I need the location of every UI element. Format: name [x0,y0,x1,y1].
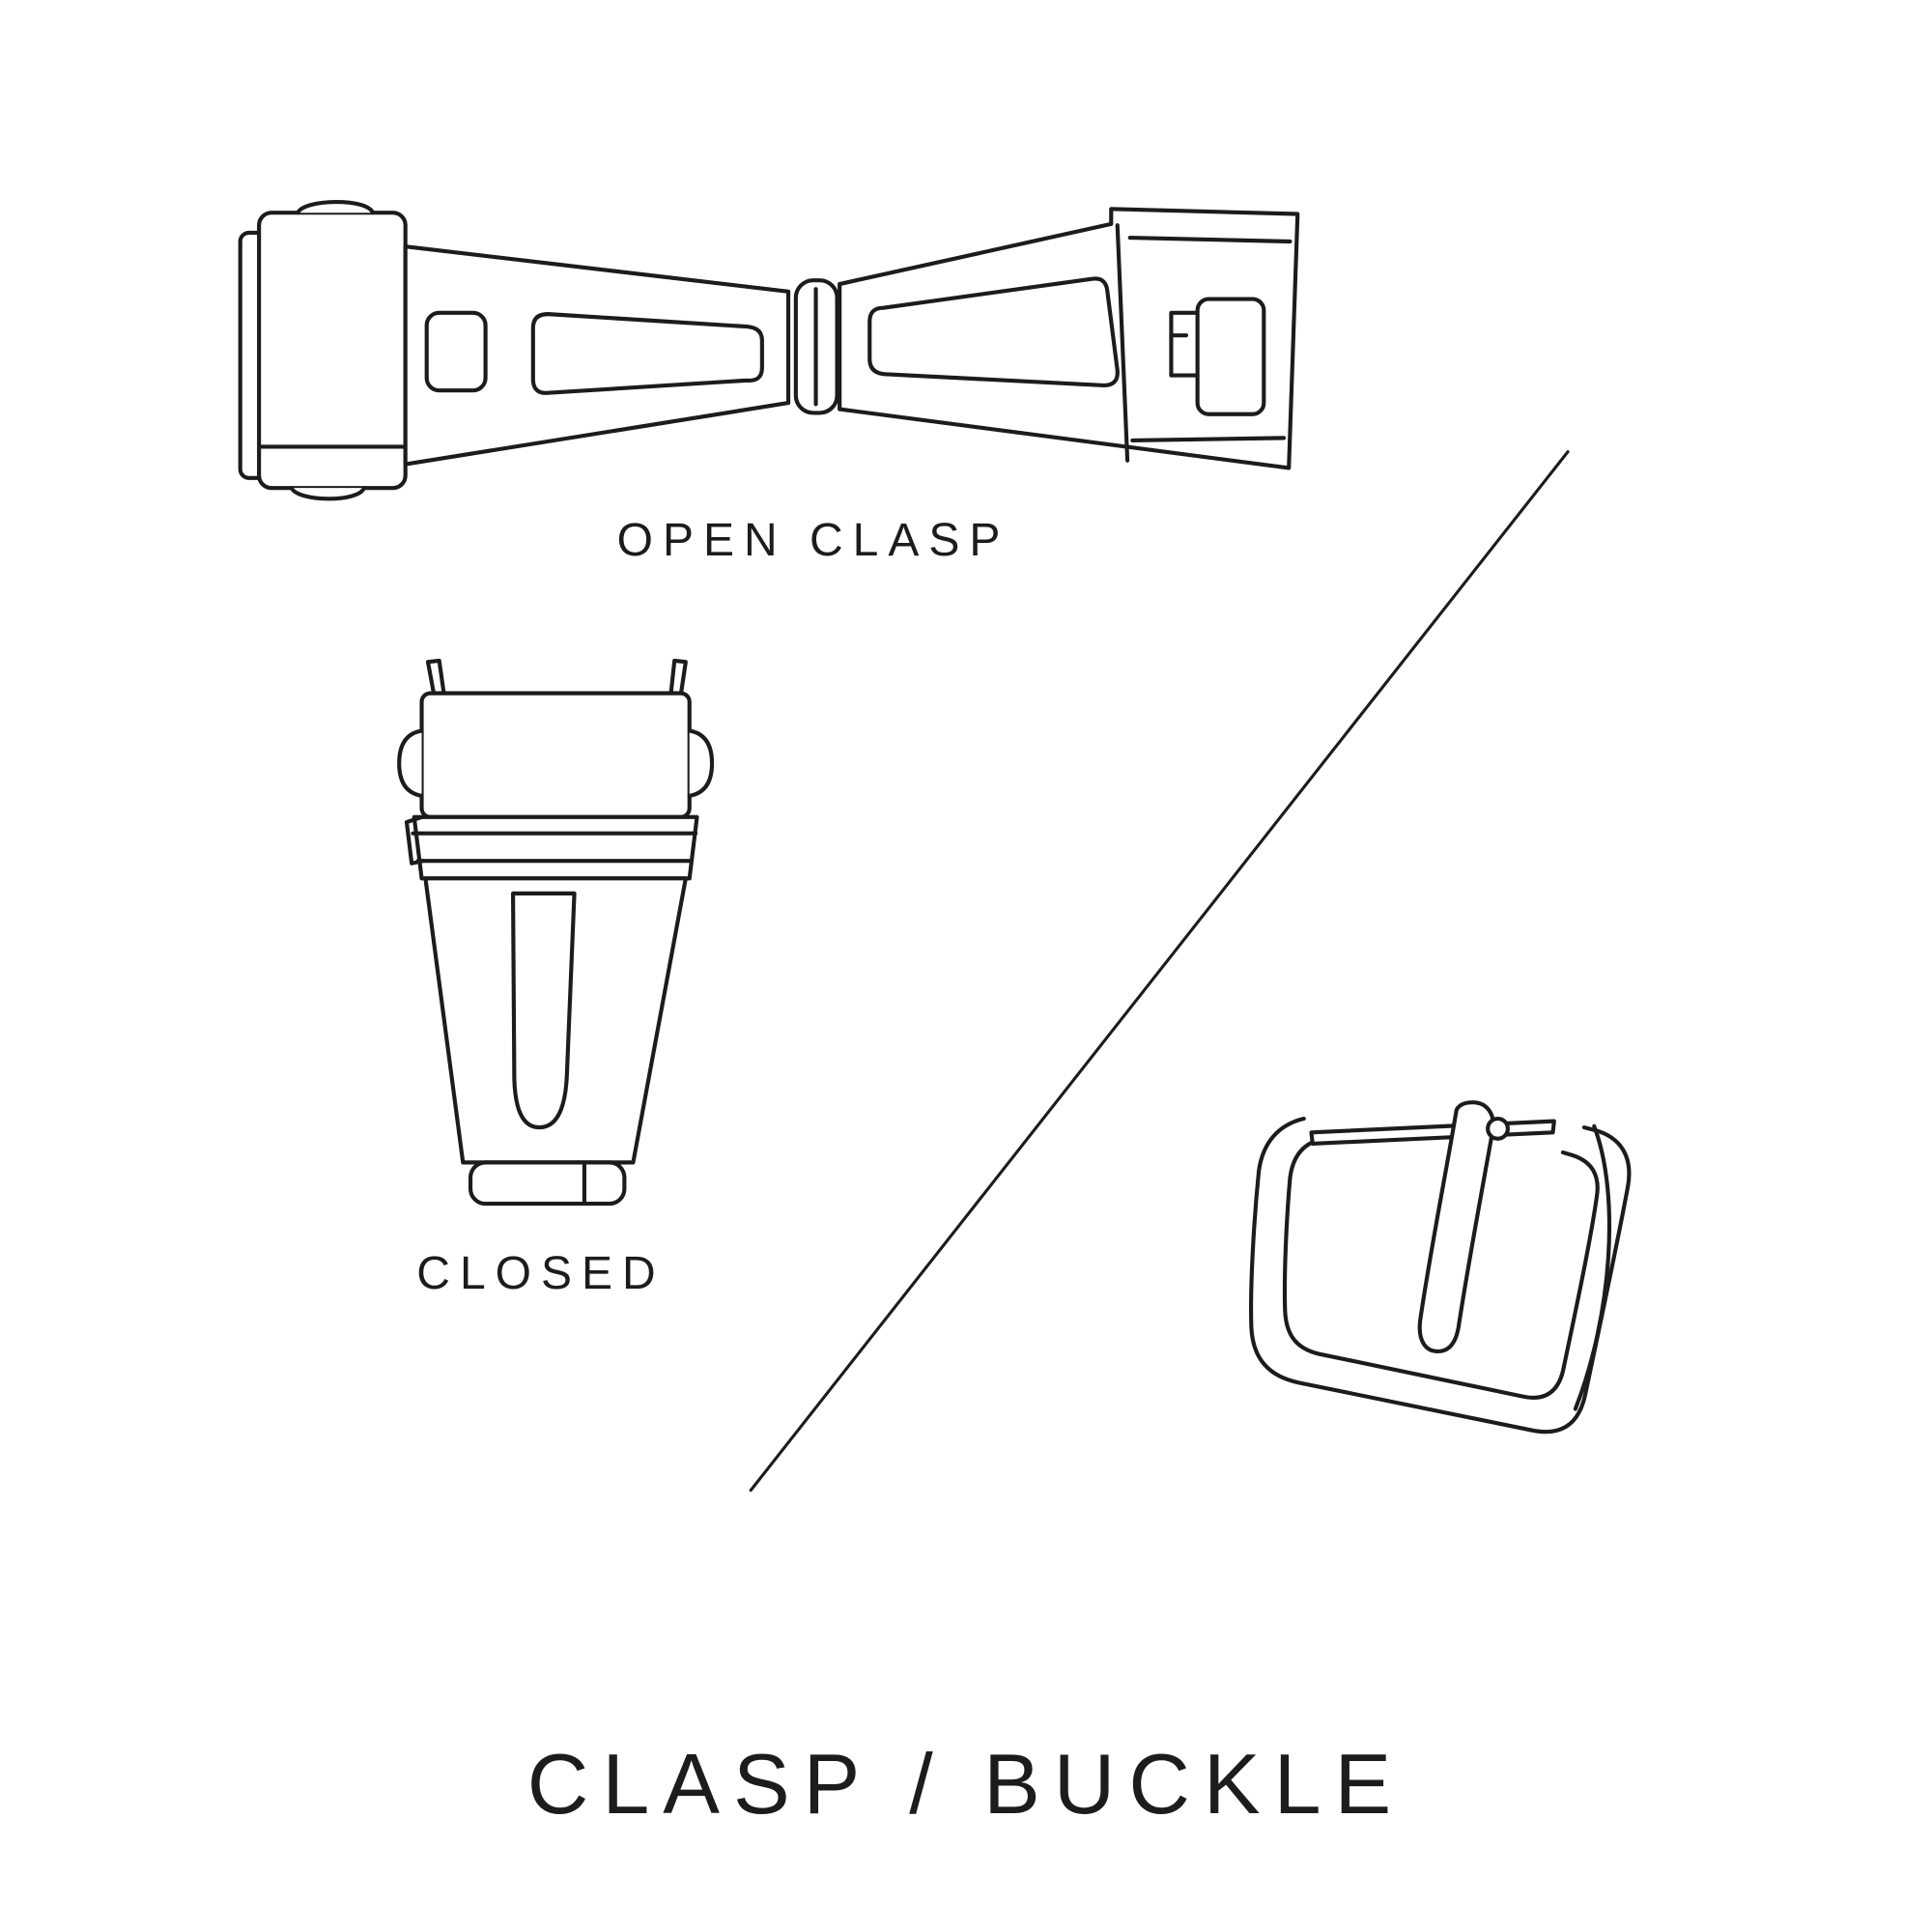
buckle-illustration [1249,1100,1632,1435]
diagram-title: CLASP / BUCKLE [526,1736,1406,1832]
closed-clasp-label: CLOSED [416,1248,666,1299]
closed-clasp-illustration [397,658,715,1207]
open-clasp-label: OPEN CLASP [616,515,1010,566]
open-clasp-illustration [238,199,1300,501]
divider-line [749,450,1570,1492]
